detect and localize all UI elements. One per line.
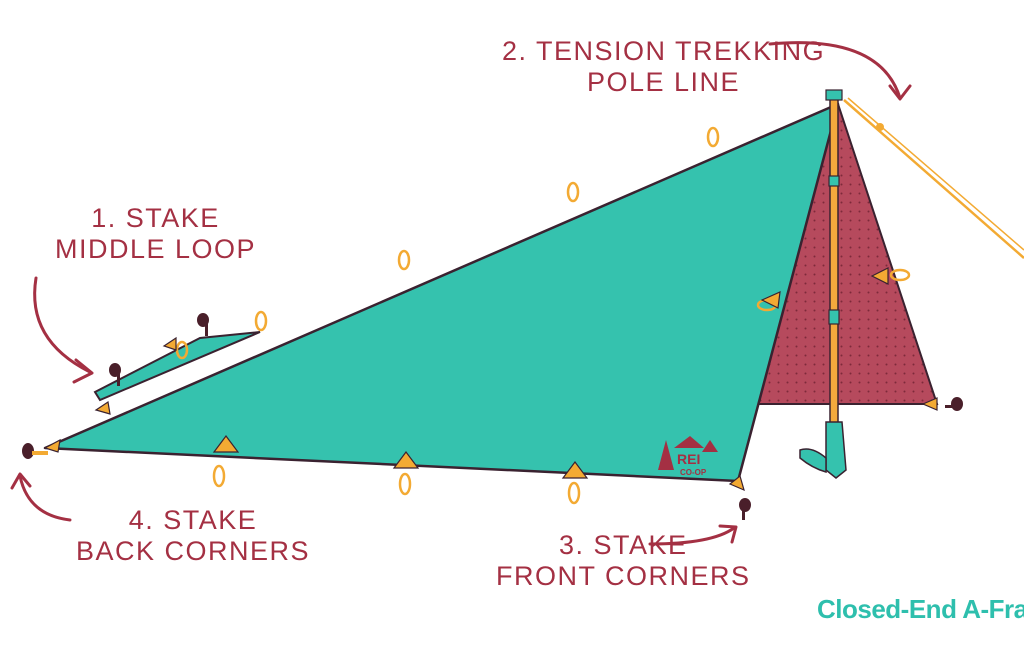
trekking-pole (799, 89, 847, 479)
back-fold (93, 331, 261, 402)
logo-subtext: CO-OP (680, 468, 707, 477)
step2-line2: POLE LINE (587, 67, 741, 97)
reinforcement-patches (43, 267, 938, 492)
step1-label: 1. STAKE MIDDLE LOOP (55, 203, 256, 265)
step4-line1: 4. STAKE (128, 505, 258, 535)
step4-label: 4. STAKE BACK CORNERS (76, 505, 310, 567)
step2-arrow (768, 41, 912, 101)
tarp-body (43, 102, 840, 483)
step3-label: 3. STAKE FRONT CORNERS (496, 530, 751, 592)
step1-line2: MIDDLE LOOP (55, 234, 257, 264)
step3-arrow (648, 524, 738, 546)
step3-line1: 3. STAKE (558, 530, 688, 560)
step3-line2: FRONT CORNERS (496, 561, 751, 591)
stakes (22, 313, 963, 520)
logo-text: REI (677, 451, 700, 467)
rei-logo: REI CO-OP (658, 436, 718, 477)
step2-label: 2. TENSION TREKKING POLE LINE (502, 36, 825, 98)
tie-out-loops (175, 126, 911, 505)
step4-arrow (10, 472, 72, 522)
step1-line1: 1. STAKE (91, 203, 220, 233)
step2-line1: 2. TENSION TREKKING (502, 36, 826, 66)
guyline (843, 97, 1024, 259)
diagram-caption: Closed-End A-Frame (817, 594, 1024, 624)
step4-line2: BACK CORNERS (76, 536, 311, 566)
step1-arrow (33, 276, 94, 384)
